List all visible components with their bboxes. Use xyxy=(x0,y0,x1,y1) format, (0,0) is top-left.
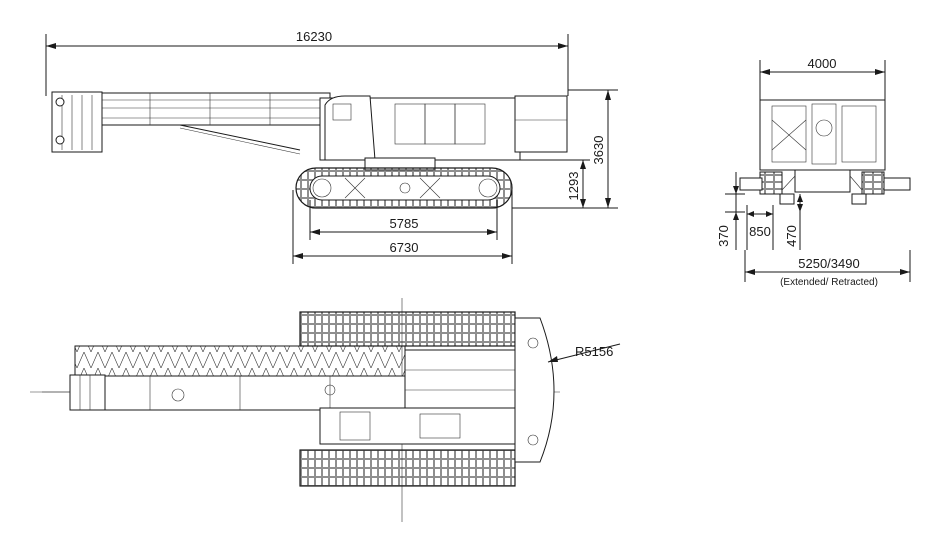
front-view: 4000 370 850 470 xyxy=(716,56,911,288)
overall-height-value: 3630 xyxy=(591,136,606,165)
dim-counterweight-clearance: 1293 xyxy=(520,159,590,208)
boom xyxy=(51,91,331,155)
superstructure xyxy=(319,95,568,161)
dim-overall-height: 3630 xyxy=(512,89,618,209)
front-tracks xyxy=(739,171,911,205)
tail-swing-radius-value: R5156 xyxy=(575,344,613,359)
overall-length-value: 16230 xyxy=(296,29,332,44)
upper-width-value: 4000 xyxy=(808,56,837,71)
top-view: R5156 xyxy=(30,298,621,522)
dim-track-height: 470 xyxy=(784,194,803,250)
side-view: 16230 3630 1293 5785 xyxy=(45,29,618,264)
ground-clearance-value: 370 xyxy=(716,225,731,247)
track-overall-length-value: 6730 xyxy=(390,240,419,255)
dim-outrigger-offset: 850 xyxy=(746,205,774,250)
dim-upper-width: 4000 xyxy=(759,56,886,100)
outrigger-offset-value: 850 xyxy=(749,224,771,239)
track-gauge-value: 5250/3490 xyxy=(798,256,859,271)
dim-ground-clearance: 370 xyxy=(716,172,745,250)
undercarriage-track xyxy=(295,157,513,209)
front-body xyxy=(759,99,886,193)
track-height-value: 470 xyxy=(784,225,799,247)
track-contact-length-value: 5785 xyxy=(390,216,419,231)
dim-overall-length: 16230 xyxy=(45,29,569,96)
dim-track-gauge: 5250/3490 (Extended/ Retracted) xyxy=(744,250,911,288)
dim-tail-swing-radius: R5156 xyxy=(547,343,621,363)
dim-track-overall-length: 6730 xyxy=(292,190,513,264)
dim-track-contact-length: 5785 xyxy=(309,200,498,240)
track-gauge-note: (Extended/ Retracted) xyxy=(780,277,878,288)
counterweight-clearance-value: 1293 xyxy=(566,172,581,201)
